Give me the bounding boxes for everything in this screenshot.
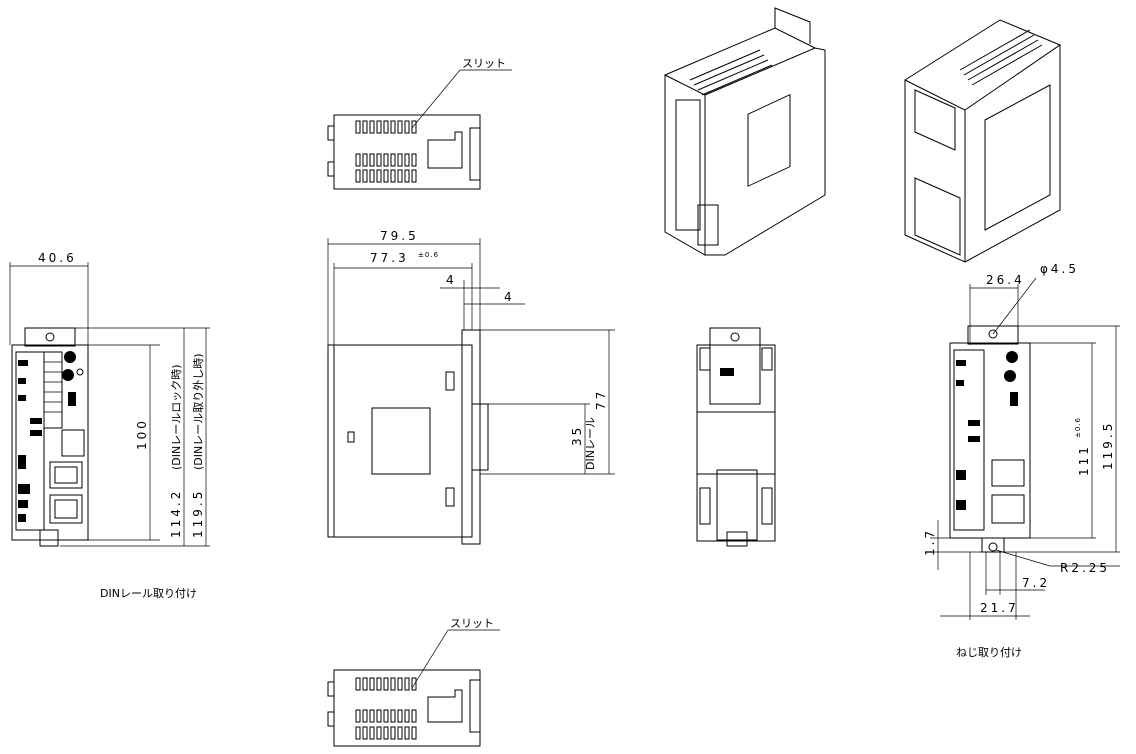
isometric-rear-view (904, 19, 1061, 263)
dim-side-depth: 77.3 (370, 251, 409, 265)
dim-screw-slot: 7.2 (1022, 576, 1050, 590)
dim-screw-base: 21.7 (980, 601, 1019, 615)
front-terminals (18, 360, 42, 522)
dim-screw-radius: R2.25 (1060, 561, 1110, 575)
caption-din-mount: DINレール取り付け (100, 587, 197, 600)
rear-view (696, 327, 776, 547)
dim-screw-width: 26.4 (986, 273, 1025, 287)
screw-view-terminals (956, 360, 980, 510)
bottom-view: スリット (327, 617, 500, 747)
dim-screw-inner-tol: ±0.6 (1074, 417, 1082, 438)
iso-rear-slits (959, 29, 1043, 86)
dim-din-77: 77 (594, 389, 608, 410)
dim-front-height-release: 119.5 (191, 489, 205, 538)
dim-side-step-b: 4 (504, 290, 515, 304)
dim-side-depth-tol: ±0.6 (418, 251, 439, 259)
dim-din-35: 35 (570, 425, 584, 446)
label-din-rail: DINレール (584, 417, 597, 470)
caption-screw-mount: ねじ取り付け (956, 646, 1022, 659)
dim-side-step-a: 4 (446, 273, 457, 287)
dim-screw-total: 119.5 (1101, 421, 1115, 470)
dim-screw-inner: 111 (1077, 444, 1091, 476)
iso-slits (689, 49, 773, 96)
dim-front-width: 40.6 (38, 251, 77, 265)
label-slit-bottom: スリット (450, 617, 494, 630)
screw-mount-view: 26.4 φ4.5 111 ±0.6 119.5 (923, 262, 1120, 659)
dim-side-depth-total: 79.5 (380, 229, 419, 243)
dim-front-height-lock: 114.2 (169, 489, 183, 538)
top-slits (355, 120, 417, 183)
isometric-front-view (664, 7, 826, 256)
note-din-release: (DINレール取り外し時) (192, 353, 205, 470)
note-din-lock: (DINレールロック時) (170, 364, 183, 470)
front-view: 40.6 (9, 251, 210, 600)
side-view: 79.5 77.3 ±0.6 4 4 35 DINレール 77 (327, 229, 615, 545)
bottom-slits (355, 677, 417, 740)
top-view: スリット (327, 57, 512, 190)
dim-screw-offset: 1.7 (923, 528, 937, 556)
label-slit-top: スリット (462, 57, 506, 70)
dim-screw-hole: φ4.5 (1040, 262, 1079, 276)
dim-front-inner: 100 (135, 418, 149, 450)
